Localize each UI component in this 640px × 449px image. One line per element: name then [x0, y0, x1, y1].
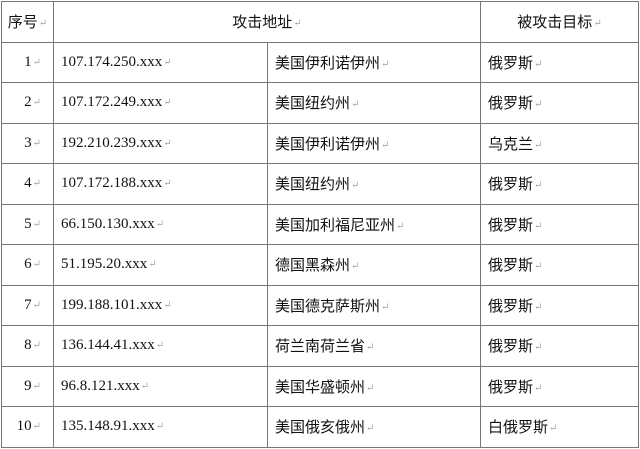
attack-target: 俄罗斯	[488, 299, 542, 315]
row-index: 10	[17, 418, 41, 434]
row-index: 2	[24, 94, 41, 110]
row-index: 3	[24, 135, 41, 151]
row-index: 5	[24, 216, 41, 232]
row-index-cell: 7	[1, 284, 54, 326]
attack-location-cell: 德国黑森州	[267, 244, 481, 286]
attack-location: 美国伊利诺伊州	[275, 137, 389, 153]
table-row: 5 66.150.130.xxx 美国加利福尼亚州 俄罗斯	[1, 203, 639, 245]
table-row: 4 107.172.188.xxx 美国纽约州 俄罗斯	[1, 163, 639, 205]
attack-ip: 192.210.239.xxx	[61, 135, 172, 151]
row-index: 1	[24, 54, 41, 70]
attack-ip: 107.174.250.xxx	[61, 54, 172, 70]
attack-ip: 51.195.20.xxx	[61, 256, 157, 272]
attack-ip: 135.148.91.xxx	[61, 418, 164, 434]
attack-ip: 96.8.121.xxx	[61, 378, 149, 394]
table-row: 1 107.174.250.xxx 美国伊利诺伊州 俄罗斯	[1, 41, 639, 83]
attack-ip-cell: 135.148.91.xxx	[53, 406, 268, 448]
attack-target-cell: 白俄罗斯	[480, 406, 639, 448]
attack-target-cell: 俄罗斯	[480, 284, 639, 326]
attack-ip-cell: 107.172.188.xxx	[53, 163, 268, 205]
table-row: 9 96.8.121.xxx 美国华盛顿州 俄罗斯	[1, 365, 639, 407]
row-index-cell: 2	[1, 82, 54, 124]
attack-target-cell: 俄罗斯	[480, 82, 639, 124]
attack-target-cell: 俄罗斯	[480, 365, 639, 407]
attack-location: 美国伊利诺伊州	[275, 56, 389, 72]
row-index-cell: 4	[1, 163, 54, 205]
attack-ip-cell: 107.174.250.xxx	[53, 41, 268, 83]
row-index: 7	[24, 297, 41, 313]
attack-target: 乌克兰	[488, 137, 542, 153]
row-index-cell: 10	[1, 406, 54, 448]
attack-target-cell: 俄罗斯	[480, 203, 639, 245]
attack-location-cell: 美国华盛顿州	[267, 365, 481, 407]
table-row: 6 51.195.20.xxx 德国黑森州 俄罗斯	[1, 244, 639, 286]
row-index-cell: 9	[1, 365, 54, 407]
attack-ip-cell: 136.144.41.xxx	[53, 325, 268, 367]
attack-target-cell: 俄罗斯	[480, 41, 639, 83]
attack-ip-cell: 96.8.121.xxx	[53, 365, 268, 407]
row-index: 9	[24, 378, 41, 394]
header-address: 攻击地址	[53, 1, 481, 43]
attack-location: 美国俄亥俄州	[275, 420, 374, 436]
attack-target: 俄罗斯	[488, 218, 542, 234]
attack-target: 俄罗斯	[488, 258, 542, 274]
attack-target: 俄罗斯	[488, 56, 542, 72]
attack-target-cell: 俄罗斯	[480, 325, 639, 367]
header-index: 序号	[1, 1, 54, 43]
attack-location-cell: 美国伊利诺伊州	[267, 41, 481, 83]
row-index-cell: 3	[1, 122, 54, 164]
table-row: 7 199.188.101.xxx 美国德克萨斯州 俄罗斯	[1, 284, 639, 326]
row-index-cell: 1	[1, 41, 54, 83]
table-row: 10 135.148.91.xxx 美国俄亥俄州 白俄罗斯	[1, 406, 639, 448]
header-index-text: 序号	[8, 15, 47, 31]
attack-target-cell: 俄罗斯	[480, 244, 639, 286]
header-target: 被攻击目标	[480, 1, 639, 43]
table-row: 2 107.172.249.xxx 美国纽约州 俄罗斯	[1, 82, 639, 124]
attack-target: 俄罗斯	[488, 380, 542, 396]
attack-location-cell: 美国纽约州	[267, 163, 481, 205]
attack-location-cell: 美国俄亥俄州	[267, 406, 481, 448]
attack-ip-cell: 192.210.239.xxx	[53, 122, 268, 164]
header-target-text: 被攻击目标	[517, 15, 601, 31]
row-index: 8	[24, 337, 41, 353]
row-index-cell: 6	[1, 244, 54, 286]
attack-location-cell: 美国纽约州	[267, 82, 481, 124]
attack-target-cell: 俄罗斯	[480, 163, 639, 205]
attack-target: 俄罗斯	[488, 339, 542, 355]
attack-location: 德国黑森州	[275, 258, 359, 274]
attack-ip-cell: 107.172.249.xxx	[53, 82, 268, 124]
row-index-cell: 5	[1, 203, 54, 245]
attack-location: 美国纽约州	[275, 177, 359, 193]
attack-target: 俄罗斯	[488, 96, 542, 112]
attack-ip: 107.172.249.xxx	[61, 94, 172, 110]
table-header-row: 序号 攻击地址 被攻击目标	[1, 1, 639, 43]
attack-target-cell: 乌克兰	[480, 122, 639, 164]
attack-ip: 107.172.188.xxx	[61, 175, 172, 191]
row-index-cell: 8	[1, 325, 54, 367]
attack-ip-cell: 199.188.101.xxx	[53, 284, 268, 326]
attack-location: 美国华盛顿州	[275, 380, 374, 396]
attack-ip-cell: 66.150.130.xxx	[53, 203, 268, 245]
attack-location: 荷兰南荷兰省	[275, 339, 374, 355]
attack-location: 美国加利福尼亚州	[275, 218, 404, 234]
attack-location: 美国纽约州	[275, 96, 359, 112]
attack-location-cell: 荷兰南荷兰省	[267, 325, 481, 367]
attack-ip: 199.188.101.xxx	[61, 297, 172, 313]
attack-location-cell: 美国德克萨斯州	[267, 284, 481, 326]
table-row: 3 192.210.239.xxx 美国伊利诺伊州 乌克兰	[1, 122, 639, 164]
table-row: 8 136.144.41.xxx 荷兰南荷兰省 俄罗斯	[1, 325, 639, 367]
attack-location-cell: 美国加利福尼亚州	[267, 203, 481, 245]
row-index: 4	[24, 175, 41, 191]
attack-ip: 66.150.130.xxx	[61, 216, 164, 232]
attack-ip-cell: 51.195.20.xxx	[53, 244, 268, 286]
row-index: 6	[24, 256, 41, 272]
attack-target: 白俄罗斯	[488, 420, 557, 436]
attack-target: 俄罗斯	[488, 177, 542, 193]
attack-location: 美国德克萨斯州	[275, 299, 389, 315]
header-address-text: 攻击地址	[232, 15, 301, 31]
attack-location-cell: 美国伊利诺伊州	[267, 122, 481, 164]
attack-ip: 136.144.41.xxx	[61, 337, 164, 353]
